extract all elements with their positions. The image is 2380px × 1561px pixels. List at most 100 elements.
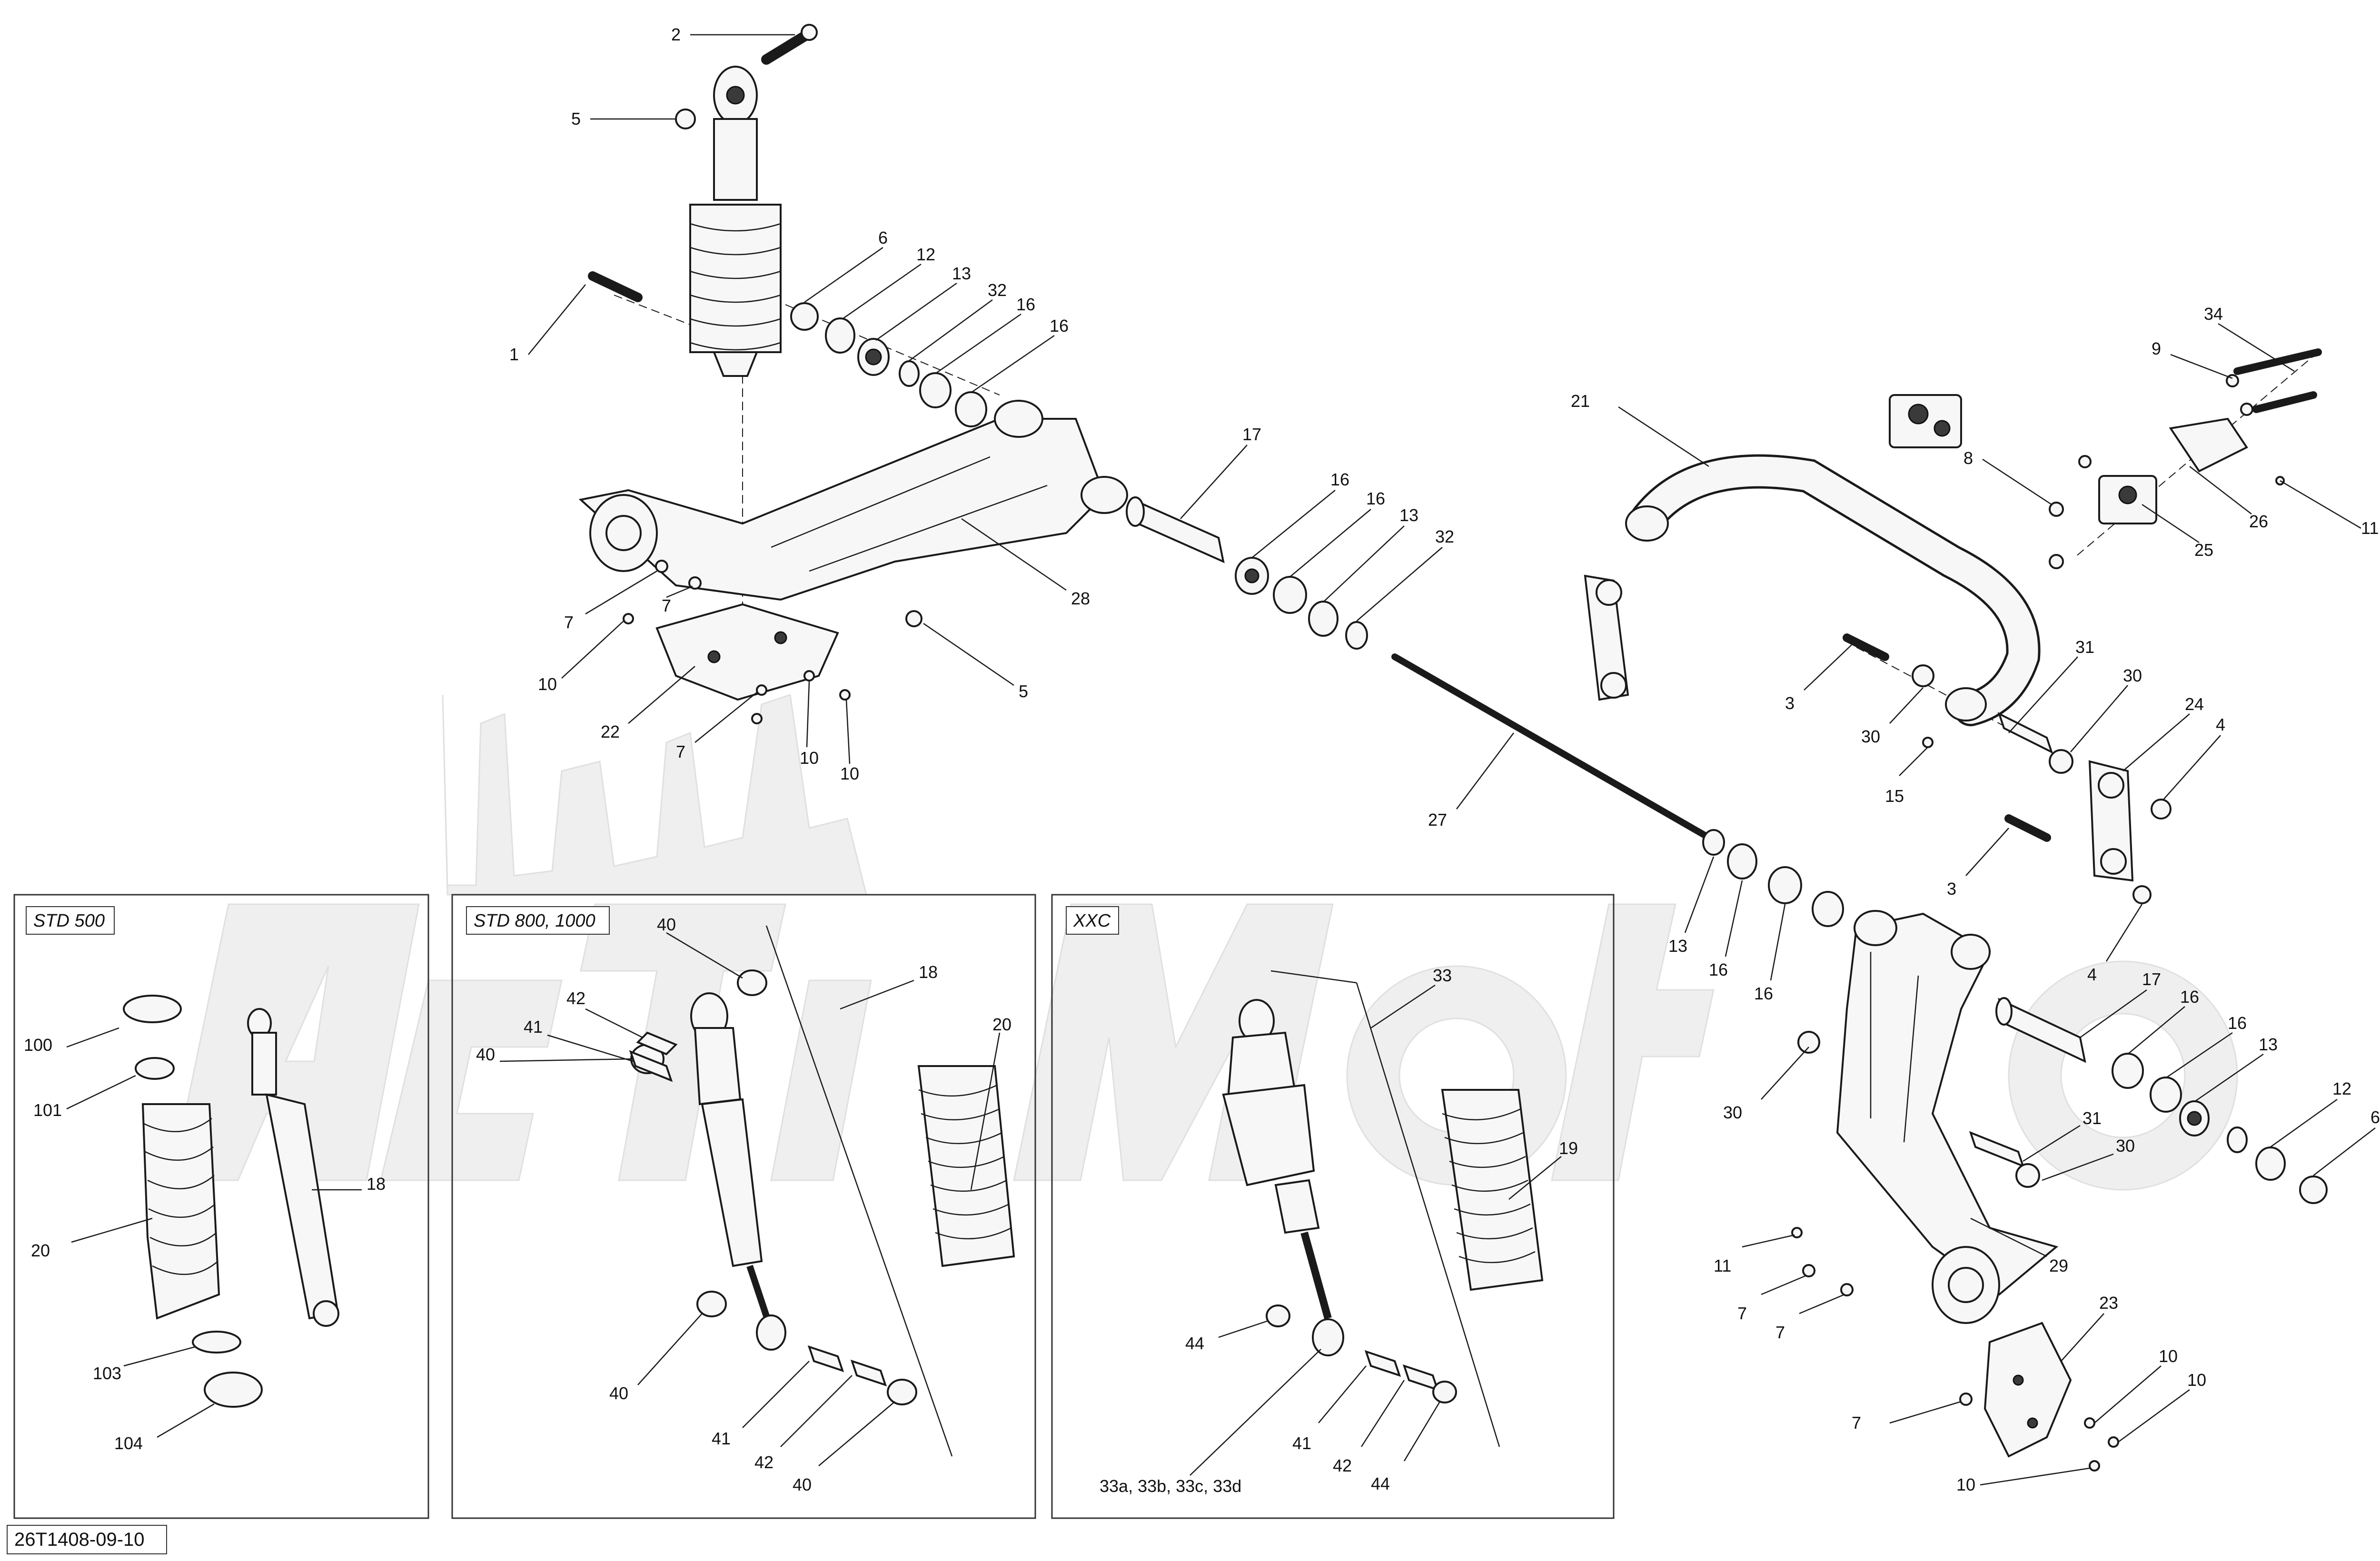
callout: 17 bbox=[1242, 425, 1261, 444]
callout: 22 bbox=[601, 722, 620, 741]
rear-shock-absorber bbox=[689, 66, 782, 377]
callout: 101 bbox=[33, 1100, 62, 1120]
callout: 42 bbox=[566, 988, 585, 1008]
bracket-clamp bbox=[2049, 417, 2285, 569]
trailing-arm-left bbox=[578, 400, 1128, 601]
callout: 16 bbox=[1754, 984, 1773, 1003]
spacer-tube bbox=[1126, 496, 1225, 563]
callout: 12 bbox=[2332, 1079, 2351, 1098]
link-bolts-right bbox=[1843, 633, 2073, 842]
sway-bar-link-right bbox=[2088, 760, 2172, 904]
callout: 28 bbox=[1071, 589, 1090, 608]
callout: 26 bbox=[2249, 512, 2268, 531]
callout: 15 bbox=[1885, 786, 1904, 806]
shock-absorber-std500 bbox=[247, 1008, 339, 1327]
callout: 31 bbox=[2075, 637, 2094, 657]
callout: 41 bbox=[712, 1429, 731, 1448]
callout: 10 bbox=[538, 674, 557, 694]
callout: 16 bbox=[1050, 316, 1069, 336]
bushing-44 bbox=[1432, 1381, 1457, 1403]
coil-spring bbox=[141, 1103, 220, 1320]
callout: 103 bbox=[93, 1363, 121, 1383]
sway-bar-link-left bbox=[1584, 574, 1629, 701]
callout: 7 bbox=[662, 596, 671, 615]
doc-id-box: 26T1408-09-10 bbox=[7, 1525, 167, 1554]
callout: 13 bbox=[952, 264, 971, 283]
small-fasteners-left bbox=[623, 560, 922, 724]
callout: 41 bbox=[1292, 1433, 1311, 1453]
panel-std-800-1000: STD 800, 1000 40 18 42 41 40 2 bbox=[451, 894, 1036, 1519]
trailing-arm-right bbox=[1836, 910, 2059, 1324]
callout: 3 bbox=[1785, 693, 1795, 713]
callout: 16 bbox=[1366, 489, 1385, 508]
callout: 40 bbox=[476, 1045, 495, 1064]
shock-top-nut bbox=[675, 109, 696, 129]
callout: 31 bbox=[2082, 1108, 2102, 1128]
callout: 40 bbox=[793, 1475, 812, 1494]
callout: 24 bbox=[2185, 694, 2204, 714]
callout: 18 bbox=[367, 1174, 386, 1194]
anti-sway-bar bbox=[1625, 454, 2041, 726]
spring-seat-top bbox=[123, 995, 182, 1023]
callout: 44 bbox=[1371, 1474, 1390, 1493]
callout: 40 bbox=[657, 915, 676, 934]
callout: 21 bbox=[1571, 391, 1590, 411]
shock-top-bolt bbox=[761, 24, 818, 65]
callout: 9 bbox=[2152, 339, 2161, 358]
callout: 40 bbox=[609, 1383, 628, 1403]
panel-std-500: STD 500 100 101 18 20 103 104 bbox=[13, 894, 429, 1519]
bracket-block-upper bbox=[1889, 394, 1962, 448]
callout: 4 bbox=[2216, 715, 2225, 734]
callout: 10 bbox=[840, 764, 859, 783]
callout: 32 bbox=[1435, 527, 1454, 546]
sleeve-41 bbox=[1364, 1350, 1401, 1377]
middle-bearings bbox=[1235, 557, 1368, 650]
callout: 13 bbox=[1668, 936, 1687, 956]
callout: 18 bbox=[919, 962, 938, 982]
callout: 30 bbox=[2116, 1136, 2135, 1156]
doc-id: 26T1408-09-10 bbox=[14, 1529, 145, 1550]
callout: 16 bbox=[1330, 470, 1349, 489]
callout: 16 bbox=[1709, 960, 1728, 979]
callout: 30 bbox=[1723, 1103, 1742, 1122]
callout: 16 bbox=[2180, 987, 2199, 1007]
callout: 33a, 33b, 33c, 33d bbox=[1100, 1476, 1241, 1496]
callout: 42 bbox=[754, 1452, 774, 1472]
bushing-40 bbox=[737, 969, 767, 996]
callout: 34 bbox=[2204, 304, 2223, 324]
bushing-40 bbox=[696, 1291, 727, 1317]
callout: 2 bbox=[671, 25, 681, 44]
callout: 27 bbox=[1428, 810, 1447, 830]
callout: 4 bbox=[2087, 965, 2097, 984]
callout: 13 bbox=[1399, 505, 1418, 525]
callout: 41 bbox=[524, 1017, 543, 1037]
callout: 30 bbox=[1861, 727, 1880, 746]
pivot-axis-line bbox=[785, 304, 1000, 395]
callout: 10 bbox=[800, 748, 819, 768]
panel-title: XXC bbox=[1073, 911, 1111, 931]
callout: 11 bbox=[2361, 518, 2379, 538]
skid-plate-right bbox=[1983, 1322, 2072, 1458]
bolt-axis-line bbox=[614, 295, 700, 329]
bushing-44 bbox=[1266, 1304, 1290, 1327]
callout: 20 bbox=[31, 1241, 50, 1260]
upper-pivot-hardware bbox=[790, 302, 987, 427]
callout: 30 bbox=[2123, 666, 2142, 685]
callout: 7 bbox=[1737, 1304, 1747, 1323]
sleeve-42 bbox=[1402, 1364, 1439, 1392]
small-fasteners-right bbox=[1791, 1227, 2119, 1472]
spring-retainer bbox=[135, 1057, 175, 1080]
callout: 7 bbox=[564, 613, 574, 632]
coil-spring-std800 bbox=[917, 1065, 1015, 1267]
callout: 1 bbox=[509, 345, 519, 364]
callout: 25 bbox=[2194, 540, 2213, 560]
adjuster-collar bbox=[204, 1372, 263, 1408]
spring-seat-bottom bbox=[192, 1331, 241, 1354]
callout: 11 bbox=[1714, 1256, 1731, 1275]
panel-xxc: XXC 33 19 44 33a, 33b, 33c, 33d 41 42 bbox=[1051, 894, 1615, 1519]
callout: 10 bbox=[1956, 1475, 1975, 1494]
callout: 44 bbox=[1185, 1334, 1204, 1353]
coil-spring-xxc bbox=[1441, 1089, 1544, 1291]
